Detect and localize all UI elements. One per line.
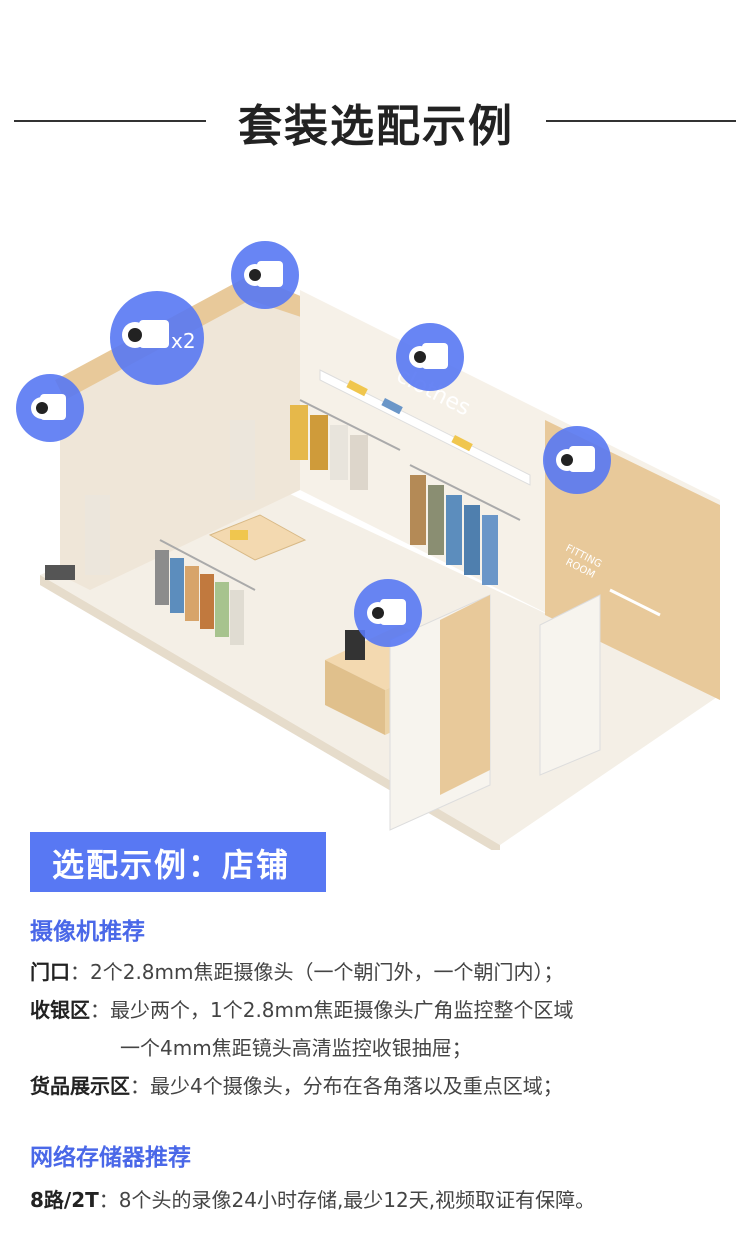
camera-multiplier: x2 xyxy=(171,329,196,353)
camera-item-display: 货品展示区：最少4个摄像头，分布在各角落以及重点区域； xyxy=(30,1074,563,1098)
title-row: 套装选配示例 xyxy=(0,88,750,152)
clothes-rack-front xyxy=(155,539,256,645)
title-divider-right xyxy=(546,120,736,122)
page-title: 套装选配示例 xyxy=(238,101,514,152)
camera-item-cashier: 收银区：最少两个，1个2.8mm焦距摄像头广角监控整个区域 xyxy=(30,998,574,1022)
storage-item: 8路/2T：8个头的录像24小时存储,最少12天,视频取证有保障。 xyxy=(30,1188,596,1212)
camera-item-cashier-cont: 一个4mm焦距镜头高清监控收银抽屉； xyxy=(120,1036,472,1060)
camera-icon-top xyxy=(231,241,299,309)
top-beam xyxy=(55,275,310,400)
camera-icon-entrance xyxy=(16,374,84,442)
camera-item-entrance: 门口：2个2.8mm焦距摄像头（一个朝门外，一个朝门内）； xyxy=(30,960,564,984)
clothes-rack-blue xyxy=(409,464,521,585)
store-illustration: FITTING ROOM clothes xyxy=(16,241,720,850)
example-badge: 选配示例：店铺 xyxy=(30,832,326,892)
clothes-rack-back xyxy=(290,399,401,490)
display-table xyxy=(208,514,307,561)
storage-heading: 网络存储器推荐 xyxy=(30,1145,191,1171)
title-divider-left xyxy=(14,120,206,122)
mannequin xyxy=(85,495,110,575)
camera-icon-shelf xyxy=(396,323,464,391)
camera-icon-double: x2 xyxy=(110,291,204,385)
camera-heading: 摄像机推荐 xyxy=(30,919,145,945)
badge-label: 选配示例：店铺 xyxy=(52,846,291,884)
camera-icon-fitting xyxy=(543,426,611,494)
camera-icon-cashier xyxy=(354,579,422,647)
